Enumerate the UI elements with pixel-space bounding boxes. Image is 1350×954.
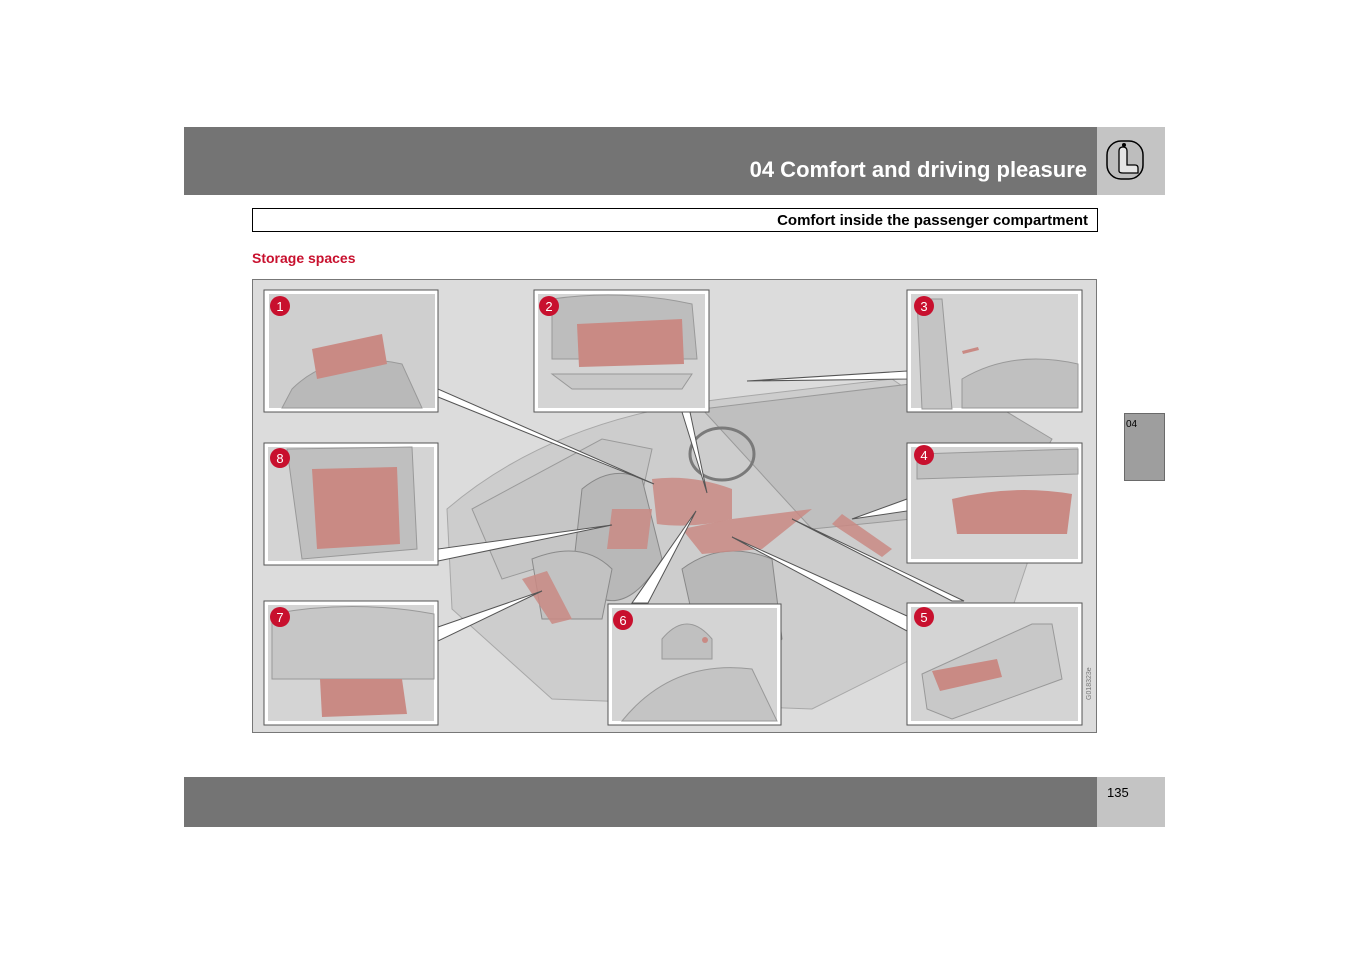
callout-2-label: 2 [545,299,552,314]
inset-1-door-pocket [263,289,439,413]
inset-7-rear-armrest [263,600,439,726]
inset-6-headrest-hook [607,603,782,726]
chapter-title: 04 Comfort and driving pleasure [749,157,1087,182]
callout-6: 6 [613,610,633,630]
inset-5-tunnel-console [906,602,1083,726]
subheader-title: Comfort inside the passenger compartment [777,212,1088,229]
page-number: 135 [1107,785,1129,800]
leader-lines [437,370,965,642]
callout-3: 3 [914,296,934,316]
side-tab-label: 04 [1126,419,1138,430]
callout-5: 5 [914,607,934,627]
figure-image-code: G018323e [1086,667,1093,700]
callout-4-label: 4 [920,448,927,463]
callout-4: 4 [914,445,934,465]
storage-spaces-figure: 1 2 3 4 5 6 7 8 [252,279,1097,733]
callout-7: 7 [270,607,290,627]
callout-3-label: 3 [920,299,927,314]
callout-2: 2 [539,296,559,316]
footer-band [184,777,1097,827]
callout-5-label: 5 [920,610,927,625]
callout-1: 1 [270,296,290,316]
seat-icon [1106,140,1144,180]
callout-8: 8 [270,448,290,468]
footer-page-box: 135 [1097,777,1165,827]
callout-8-label: 8 [276,451,283,466]
section-title: Storage spaces [252,250,356,266]
callout-6-label: 6 [619,613,626,628]
inset-3-ticket-holder [906,289,1083,413]
header-icon-box [1097,127,1165,195]
header-band: 04 Comfort and driving pleasure [184,127,1097,195]
chapter-side-tab: 04 [1124,413,1165,481]
inset-2-seat-pocket [533,289,710,413]
callout-7-label: 7 [276,610,283,625]
inset-4-glovebox [906,442,1083,564]
callout-1-label: 1 [276,299,283,314]
inset-8-seat-back-pocket [263,442,439,566]
subheader-bar: Comfort inside the passenger compartment [252,208,1098,232]
